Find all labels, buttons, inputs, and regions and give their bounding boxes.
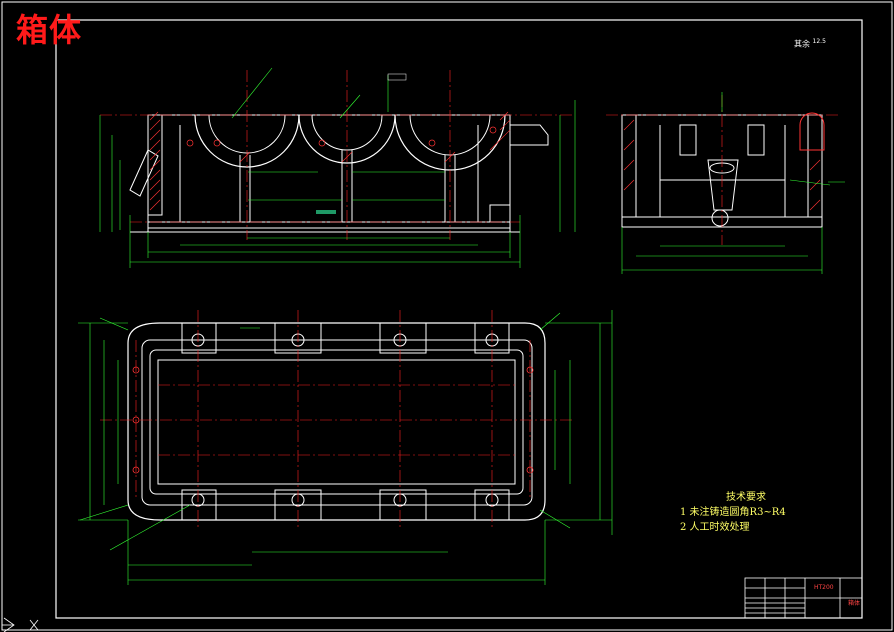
front-view	[99, 67, 576, 268]
title-block-part-name: 箱体	[848, 600, 861, 607]
roughness-annotation: 其余 12.5	[794, 38, 826, 50]
tech-requirements-heading: 技术要求	[726, 492, 766, 503]
ucs-axis-icon	[2, 617, 39, 632]
tech-requirement-item: 1 未注铸造圆角R3~R4	[680, 507, 786, 518]
side-view	[606, 92, 845, 274]
tech-requirement-item: 2 人工时效处理	[680, 522, 750, 533]
title-block	[744, 577, 863, 619]
technical-requirements: 技术要求 1 未注铸造圆角R3~R4 2 人工时效处理	[680, 490, 786, 535]
roughness-value: 12.5	[812, 38, 826, 45]
drawing-title: 箱体	[16, 11, 83, 49]
drawing-frame	[55, 19, 863, 619]
title-block-material: HT200	[814, 584, 834, 591]
roughness-note: 其余	[794, 39, 810, 49]
top-view	[78, 310, 613, 585]
